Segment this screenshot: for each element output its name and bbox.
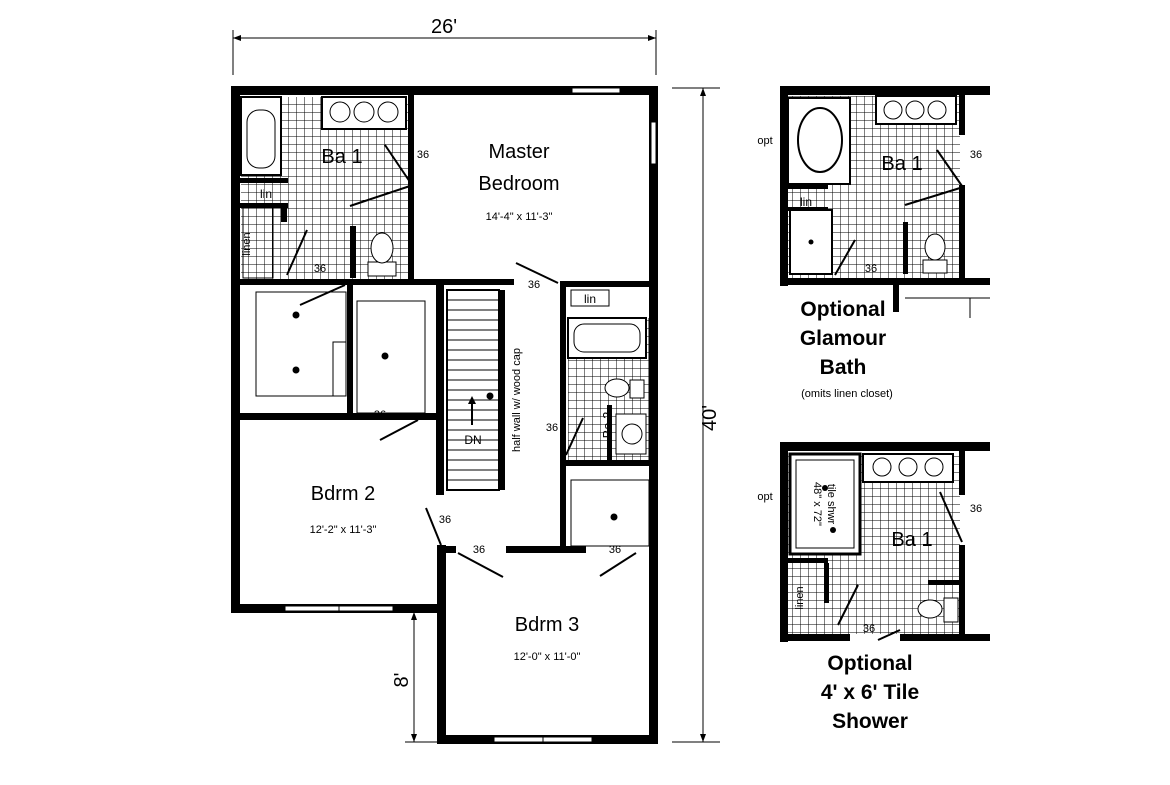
door-label-bdrm3-closet: 36 (609, 544, 621, 556)
shower-title-line2: 4' x 6' Tile (821, 681, 919, 704)
bdrm3-size: 12'-0" x 11'-0" (514, 651, 581, 663)
glamour-title-line2: Glamour (800, 327, 886, 350)
glamour-lin-label: lin (800, 195, 812, 209)
stair-half-wall-note: half wall w/ wood cap (511, 348, 523, 452)
bdrm3-name: Bdrm 3 (515, 614, 579, 636)
depth-dimension: 40' (672, 87, 721, 743)
width-dimension: 26' (232, 16, 657, 75)
shower-title-line3: Shower (832, 710, 908, 733)
door-label-closet: 36 (374, 409, 386, 421)
stair-down-label: DN (464, 433, 481, 447)
door-label-bdrm2: 36 (439, 514, 451, 526)
glamour-ba1-label: Ba 1 (881, 153, 922, 175)
shower-title-line1: Optional (827, 652, 912, 675)
shower-door-label-2: 36 (863, 623, 875, 635)
shower-door-label-1: 36 (970, 503, 982, 515)
ba1-lin-label: lin (260, 187, 272, 201)
width-dimension-label: 26' (431, 16, 457, 38)
glamour-bath-option: opt Ba 1 36 36 lin Optional Glamour Bath… (757, 86, 990, 400)
master-size: 14'-4" x 11'-3" (486, 211, 553, 223)
shower-type-label: tile shwr (825, 484, 837, 525)
offset-dimension-label: 8' (391, 673, 413, 688)
door-label-ba2: 36 (546, 422, 558, 434)
interior-walls (236, 95, 658, 553)
stairs: DN half wall w/ wood cap (446, 289, 523, 491)
ba2-fixtures (567, 289, 647, 460)
windows (284, 87, 657, 743)
offset-dimension: 8' (391, 611, 438, 743)
bdrm2-name: Bdrm 2 (311, 483, 375, 505)
door-label-ba1-entry: 36 (314, 263, 326, 275)
door-swings (286, 144, 637, 578)
closets (255, 291, 650, 547)
shower-size-label: 48" x 72" (811, 482, 823, 526)
glamour-title-line1: Optional (800, 298, 885, 321)
bdrm2-size: 12'-2" x 11'-3" (310, 524, 377, 536)
ba2-label: Ba 2 (600, 412, 615, 439)
shower-linen-label: linen (794, 586, 806, 609)
depth-dimension-label: 40' (699, 405, 721, 431)
door-label-bdrm3: 36 (473, 544, 485, 556)
door-label-master: 36 (528, 279, 540, 291)
glamour-door-label-1: 36 (970, 149, 982, 161)
glamour-door-label-2: 36 (865, 263, 877, 275)
door-label-ba1: 36 (417, 149, 429, 161)
shower-ba1-label: Ba 1 (891, 529, 932, 551)
glamour-note: (omits linen closet) (801, 388, 893, 400)
ba1-label: Ba 1 (321, 146, 362, 168)
shower-opt-label: opt (757, 491, 772, 503)
glamour-title-line3: Bath (820, 356, 867, 379)
hall-lin-label: lin (584, 292, 596, 306)
ba1-fixtures (240, 96, 407, 279)
tile-shower-option: opt 48" x 72" tile shwr Ba 1 36 36 linen… (757, 442, 990, 733)
glamour-opt-label: opt (757, 135, 772, 147)
master-name-line1: Master (488, 141, 549, 163)
master-name-line2: Bedroom (478, 173, 559, 195)
ba1-linen-label: linen (241, 232, 253, 255)
